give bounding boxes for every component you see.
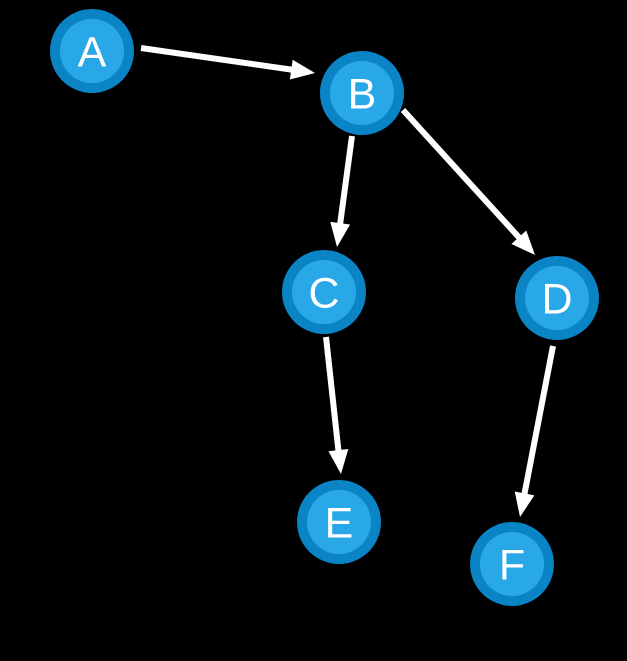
graph-node-D[interactable]: D [515,256,599,340]
edge-C-E [323,336,349,474]
graph-node-A[interactable]: A [50,9,134,93]
graph-node-F[interactable]: F [470,522,554,606]
edge-A-B [140,45,315,80]
graph-node-F-fill [480,532,544,596]
edge-B-C-arrowhead-icon [330,221,351,247]
edge-D-F-arrowhead-icon [514,491,535,517]
graph-node-A-fill [60,19,124,83]
graph-node-C-fill [292,260,356,324]
edge-A-B-shaft [140,45,294,73]
edge-C-E-arrowhead-icon [328,449,349,474]
graph-node-E-fill [307,490,371,554]
edge-C-E-shaft [323,336,342,453]
graph-node-D-fill [525,266,589,330]
edge-B-D-arrowhead-icon [511,230,535,255]
edge-D-F [514,345,556,517]
graph-node-C[interactable]: C [282,250,366,334]
edge-B-C-shaft [336,135,355,226]
graph-node-B[interactable]: B [320,51,404,135]
edge-D-F-shaft [521,345,556,496]
graph-node-E[interactable]: E [297,480,381,564]
edge-B-D [400,107,535,255]
edge-A-B-arrowhead-icon [289,59,315,80]
graph-node-B-fill [330,61,394,125]
edge-B-D-shaft [400,107,523,241]
edge-B-C [330,135,355,247]
